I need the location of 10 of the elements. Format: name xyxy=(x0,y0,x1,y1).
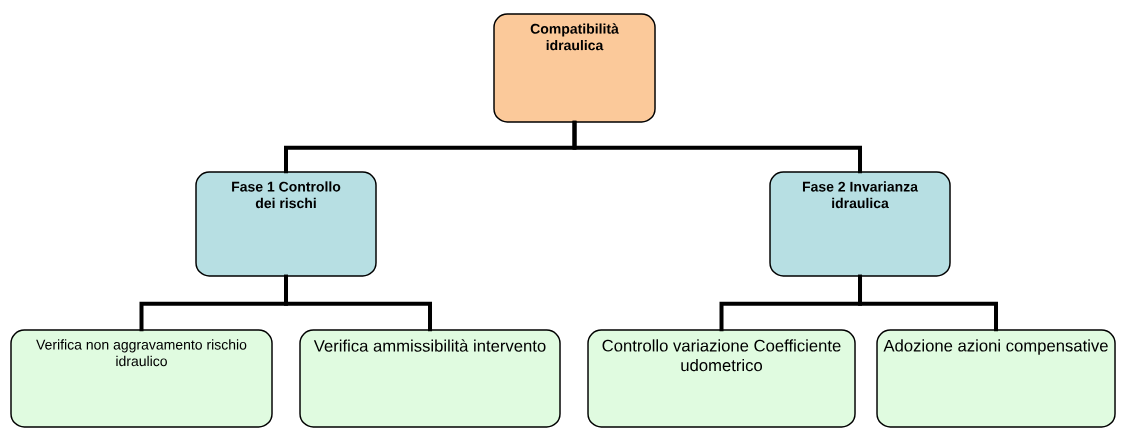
task-box: Verifica non aggravamento rischio idraulico xyxy=(10,329,273,428)
connector xyxy=(858,274,998,332)
connector xyxy=(284,274,432,332)
task-box: Verifica ammissibilità intervento xyxy=(299,329,561,428)
connector xyxy=(572,120,862,174)
root-box: Compatibilità idraulica xyxy=(493,13,656,123)
phase-box: Fase 1 Controllo dei rischi xyxy=(195,171,377,277)
phase-box: Fase 2 Invarianza idraulica xyxy=(769,171,951,277)
task-box: Controllo variazione Coefficiente udometrico xyxy=(587,329,856,428)
task-box: Adozione azioni compensative xyxy=(876,329,1116,428)
